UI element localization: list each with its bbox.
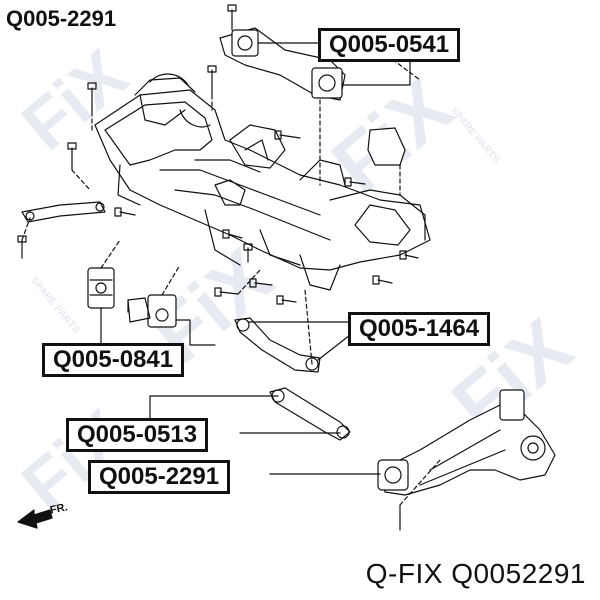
front-arrow-icon xyxy=(17,509,53,529)
bolts xyxy=(17,65,419,313)
part-label-q005-0513[interactable]: Q005-0513 xyxy=(66,418,209,452)
mount-bracket xyxy=(367,127,406,166)
front-link xyxy=(21,201,106,223)
upper-arm xyxy=(219,4,346,101)
part-label-q005-0841[interactable]: Q005-0841 xyxy=(42,343,185,377)
lower-arm-1464 xyxy=(234,317,321,373)
part-number: Q0052291 xyxy=(451,558,586,589)
part-label-q005-1464[interactable]: Q005-1464 xyxy=(348,312,491,346)
page-title: Q005-2291 xyxy=(6,6,117,31)
subframe xyxy=(94,73,431,291)
part-label-q005-2291[interactable]: Q005-2291 xyxy=(88,460,231,494)
label-leaders xyxy=(100,42,411,475)
tie-rod-0513 xyxy=(269,387,351,441)
footer-brand: Q-FIX Q0052291 xyxy=(366,558,586,590)
part-label-q005-0541[interactable]: Q005-0541 xyxy=(318,28,461,62)
brand-name: Q-FIX xyxy=(365,558,443,589)
trailing-arm-2291 xyxy=(377,389,556,531)
